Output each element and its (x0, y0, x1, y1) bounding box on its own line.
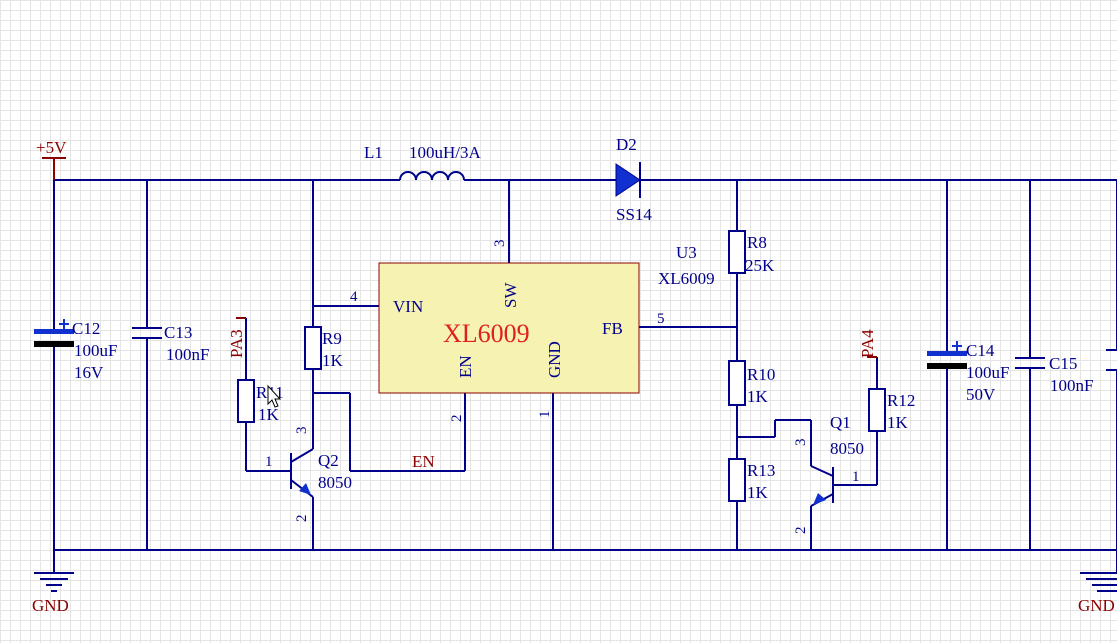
ic-pin-vin-label: VIN (393, 297, 423, 316)
c14-voltage: 50V (966, 385, 996, 404)
mouse-cursor-icon (267, 384, 282, 408)
q2-part: 8050 (318, 473, 352, 492)
c14-ref: C14 (966, 341, 995, 360)
c12-voltage: 16V (74, 363, 104, 382)
q1-pin-e: 2 (793, 527, 809, 535)
diode-d2[interactable]: D2 SS14 (615, 135, 652, 224)
ic-pin-vin-number: 4 (350, 289, 358, 305)
ic-ref: U3 (676, 243, 697, 262)
gnd-label-left: GND (32, 596, 69, 615)
ic-body-name: XL6009 (443, 319, 530, 348)
q2-pin-c: 3 (294, 427, 310, 435)
resistor-r13[interactable]: R13 1K (728, 458, 775, 502)
capacitor-c12[interactable]: C12 100uF 16V (34, 319, 117, 382)
resistor-r10[interactable]: R10 1K (728, 360, 775, 406)
ic-pin-en-number: 2 (449, 415, 465, 423)
q2-pin-b: 1 (265, 454, 273, 470)
ic-pin-en-label: EN (456, 355, 475, 378)
ic-pin-sw-label: SW (501, 282, 520, 308)
wires (53, 179, 1117, 572)
capacitor-c14[interactable]: C14 100uF 50V (927, 341, 1009, 404)
d2-part: SS14 (616, 205, 652, 224)
ic-pin-gnd-number: 1 (537, 411, 553, 419)
c15-ref: C15 (1049, 354, 1077, 373)
pa4-label: PA4 (858, 329, 877, 358)
l1-value: 100uH/3A (409, 143, 482, 162)
r8-ref: R8 (747, 233, 767, 252)
ic-pin-fb-label: FB (602, 319, 623, 338)
q2-ref: Q2 (318, 451, 339, 470)
r12-value: 1K (887, 413, 909, 432)
vcc-power-port[interactable]: +5V (36, 138, 67, 180)
ic-pin-sw-number: 3 (492, 240, 508, 248)
gnd-symbol-left[interactable]: GND (32, 550, 74, 615)
r13-value: 1K (747, 483, 769, 502)
q1-pin-b: 1 (852, 469, 860, 485)
r11-value: 1K (258, 405, 280, 424)
capacitor-c15[interactable]: C15 100nF (1015, 354, 1093, 395)
c12-ref: C12 (72, 319, 100, 338)
ic-pin-fb-number: 5 (657, 311, 665, 327)
r9-ref: R9 (322, 329, 342, 348)
l1-ref: L1 (364, 143, 383, 162)
gnd-label-right: GND (1078, 596, 1115, 615)
q1-ref: Q1 (830, 413, 851, 432)
resistor-r11[interactable]: R11 1K (237, 379, 284, 424)
q1-pin-c: 3 (793, 439, 809, 447)
q2-pin-e: 2 (294, 515, 310, 523)
transistor-q2[interactable]: Q2 8050 1 3 2 (265, 427, 352, 523)
transistor-q1[interactable]: Q1 8050 1 3 2 (793, 413, 864, 534)
d2-ref: D2 (616, 135, 637, 154)
c15-value: 100nF (1050, 376, 1093, 395)
ic-u3[interactable]: XL6009 VIN FB SW EN GND 4 3 5 2 1 U3 XL6… (350, 240, 715, 423)
r10-ref: R10 (747, 365, 775, 384)
r10-value: 1K (747, 387, 769, 406)
c12-value: 100uF (74, 341, 117, 360)
ic-part: XL6009 (658, 269, 715, 288)
net-port-pa4[interactable]: PA4 (858, 329, 877, 358)
ic-pin-gnd-label: GND (545, 341, 564, 378)
net-port-pa3[interactable]: PA3 (227, 317, 246, 358)
en-net-label[interactable]: EN (412, 452, 435, 471)
resistor-r12[interactable]: R12 1K (868, 388, 915, 432)
q1-part: 8050 (830, 439, 864, 458)
r12-ref: R12 (887, 391, 915, 410)
r13-ref: R13 (747, 461, 775, 480)
r9-value: 1K (322, 351, 344, 370)
capacitor-c13[interactable]: C13 100nF (132, 323, 209, 364)
pa3-label: PA3 (227, 329, 246, 358)
vcc-label: +5V (36, 138, 67, 157)
c13-value: 100nF (166, 345, 209, 364)
inductor-l1[interactable]: L1 100uH/3A (364, 143, 482, 181)
c13-ref: C13 (164, 323, 192, 342)
r8-value: 25K (745, 256, 775, 275)
resistor-r8[interactable]: R8 25K (728, 230, 775, 275)
resistor-r9[interactable]: R9 1K (304, 326, 344, 370)
c14-value: 100uF (966, 363, 1009, 382)
gnd-symbol-right[interactable]: GND (1078, 572, 1117, 615)
